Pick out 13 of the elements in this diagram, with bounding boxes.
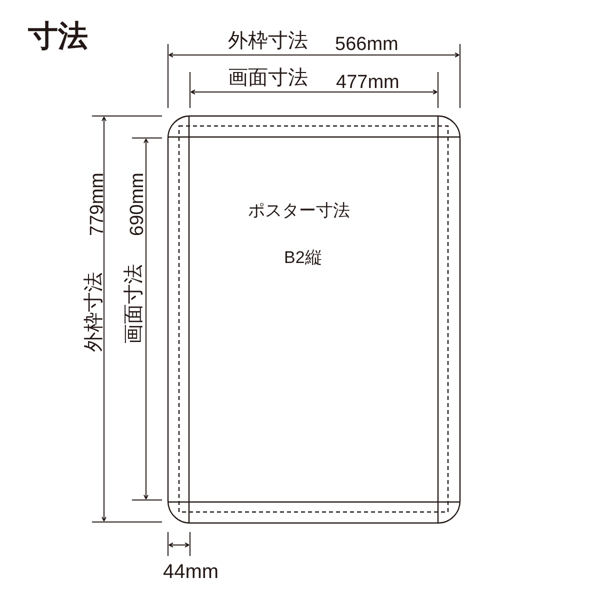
dimension-label: 690mm — [128, 172, 147, 236]
poster-label: ポスター寸法 — [248, 202, 350, 219]
dimension-label: 画面寸法 — [228, 68, 308, 88]
dimension-label: 779mm — [88, 172, 107, 236]
dimension-label: 566mm — [335, 35, 398, 54]
title: 寸法 — [28, 22, 88, 52]
dimension-label: 44mm — [163, 562, 219, 582]
dimension-label: 画面寸法 — [124, 264, 144, 344]
dimension-label: 477mm — [336, 73, 400, 92]
poster-frame — [166, 114, 462, 524]
poster-label: B2縦 — [284, 249, 322, 266]
dimension-label: 外枠寸法 — [228, 31, 308, 51]
dimension-label: 外枠寸法 — [84, 272, 104, 352]
